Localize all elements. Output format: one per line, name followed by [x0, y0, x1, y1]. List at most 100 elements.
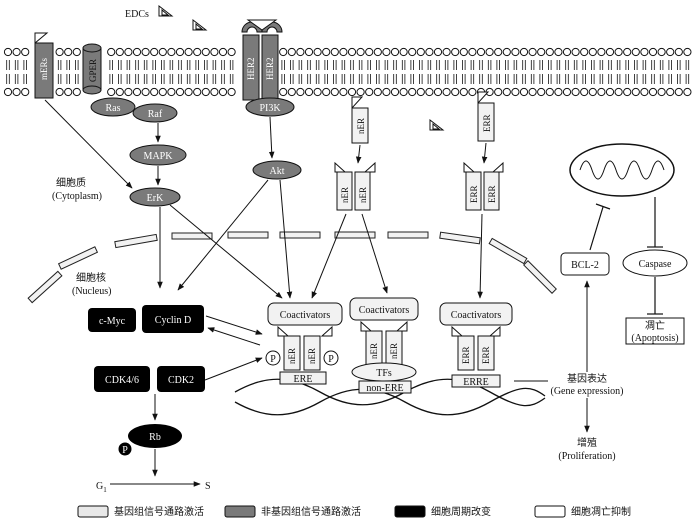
- lipid-head: [494, 47, 503, 57]
- lipid-head: [666, 47, 675, 57]
- phospho-left: P: [270, 354, 276, 365]
- pathway-arrows: [44, 99, 590, 487]
- err-dimer-cytoplasm: ERR ERR: [463, 161, 504, 211]
- edc-ligand-icons: [158, 4, 445, 131]
- lipid-head: [365, 47, 374, 57]
- her2-receptor: HER2 HER2: [241, 19, 283, 101]
- lipid-head: [442, 47, 451, 57]
- lipid-head: [459, 87, 468, 97]
- lipid-head: [674, 47, 683, 57]
- lipid-head: [201, 87, 210, 97]
- lipid-head: [382, 87, 391, 97]
- lipid-head: [537, 87, 546, 97]
- nuclear-envelope: [27, 231, 557, 304]
- ner-label-top: nER: [356, 118, 366, 134]
- cyclind-label: Cyclin D: [155, 315, 191, 326]
- lipid-head: [399, 47, 408, 57]
- lipid-head: [218, 47, 228, 57]
- raf-label: Raf: [148, 109, 163, 120]
- lipid-head: [588, 87, 597, 97]
- cmyc-label: c-Myc: [99, 316, 126, 327]
- apoptosis-label-cn: 凋亡: [645, 319, 665, 332]
- rb-phospho-label: P: [122, 445, 128, 456]
- lipid-head: [373, 47, 382, 57]
- lipid-head: [279, 87, 288, 97]
- lipid-head: [55, 47, 64, 57]
- caspase-node: [622, 249, 688, 277]
- lipid-head: [184, 47, 193, 57]
- err-label-d2: ERR: [487, 185, 497, 203]
- g1-label: G1: [96, 481, 107, 494]
- gper-receptor: GPER: [82, 43, 102, 95]
- legend-swatch: [394, 505, 426, 518]
- s-label: S: [205, 481, 211, 492]
- lipid-head: [631, 47, 640, 57]
- lipid-head: [425, 47, 434, 57]
- ner-label-nonere1: nER: [369, 343, 379, 359]
- lipid-head: [201, 47, 210, 57]
- lipid-head: [597, 47, 606, 57]
- lipid-head: [218, 87, 228, 97]
- lipid-head: [210, 47, 219, 57]
- lipid-head: [554, 47, 563, 57]
- lipid-head: [390, 47, 400, 57]
- lipid-head: [451, 87, 460, 97]
- lipid-head: [3, 47, 13, 57]
- legend-swatch: [534, 505, 566, 518]
- kinase-nodes: Ras Raf MAPK ErK PI3K Akt: [90, 97, 302, 207]
- lipid-head: [597, 87, 606, 97]
- lipid-head: [313, 47, 322, 57]
- legend-swatch: [224, 505, 256, 518]
- lipid-head: [605, 47, 615, 57]
- lipid-head: [468, 47, 477, 57]
- lipid-head: [304, 87, 314, 97]
- ner-dimer-cytoplasm: nER nER: [334, 161, 376, 211]
- lipid-head: [588, 47, 597, 57]
- lipid-head: [124, 87, 133, 97]
- lipid-head: [683, 87, 692, 97]
- mers-receptor: mERs: [34, 32, 54, 99]
- lipid-head: [562, 47, 572, 57]
- legend-label: 细胞周期改变: [431, 505, 491, 518]
- lipid-head: [605, 87, 615, 97]
- lipid-head: [322, 47, 331, 57]
- lipid-head: [614, 87, 623, 97]
- lipid-head: [175, 47, 185, 57]
- lipid-head: [451, 47, 460, 57]
- lipid-head: [64, 87, 73, 97]
- cdk2-label: CDK2: [168, 375, 194, 386]
- lipid-head: [528, 47, 537, 57]
- lipid-head: [442, 87, 451, 97]
- ner-label-d2: nER: [358, 187, 368, 203]
- lipid-head: [330, 87, 339, 97]
- lipid-head: [511, 47, 520, 57]
- lipid-head: [339, 47, 348, 57]
- her2-label-a: HER2: [246, 58, 256, 81]
- lipid-head: [459, 47, 468, 57]
- gene-expression-cn: 基因表达: [567, 372, 607, 385]
- tfs-label: TFs: [376, 368, 392, 379]
- legend-label: 非基因组信号通路激活: [261, 505, 361, 518]
- cytoplasm-label-cn: 细胞质: [56, 176, 86, 189]
- err-label-erre2: ERR: [481, 346, 491, 364]
- lipid-head: [72, 87, 81, 97]
- bcl2-node: [560, 252, 610, 276]
- lipid-head: [356, 47, 365, 57]
- lipid-head: [12, 87, 21, 97]
- rb-label: Rb: [149, 432, 161, 443]
- bcl2-label: BCL-2: [571, 260, 599, 271]
- cell-cycle-nodes: c-Myc Cyclin D CDK4/6 CDK2 Rb P: [88, 305, 205, 457]
- err-label-top: ERR: [482, 114, 492, 132]
- lipid-head: [132, 47, 142, 57]
- lipid-head: [537, 47, 546, 57]
- legend-label: 基因组信号通路激活: [114, 505, 204, 518]
- lipid-head: [115, 47, 124, 57]
- lipid-head: [571, 47, 580, 57]
- phospho-right: P: [328, 354, 334, 365]
- lipid-head: [657, 47, 666, 57]
- gper-label: GPER: [88, 59, 98, 82]
- mers-label: mERs: [39, 57, 49, 80]
- lipid-head: [287, 87, 296, 97]
- lipid-head: [365, 87, 374, 97]
- lipid-head: [3, 87, 13, 97]
